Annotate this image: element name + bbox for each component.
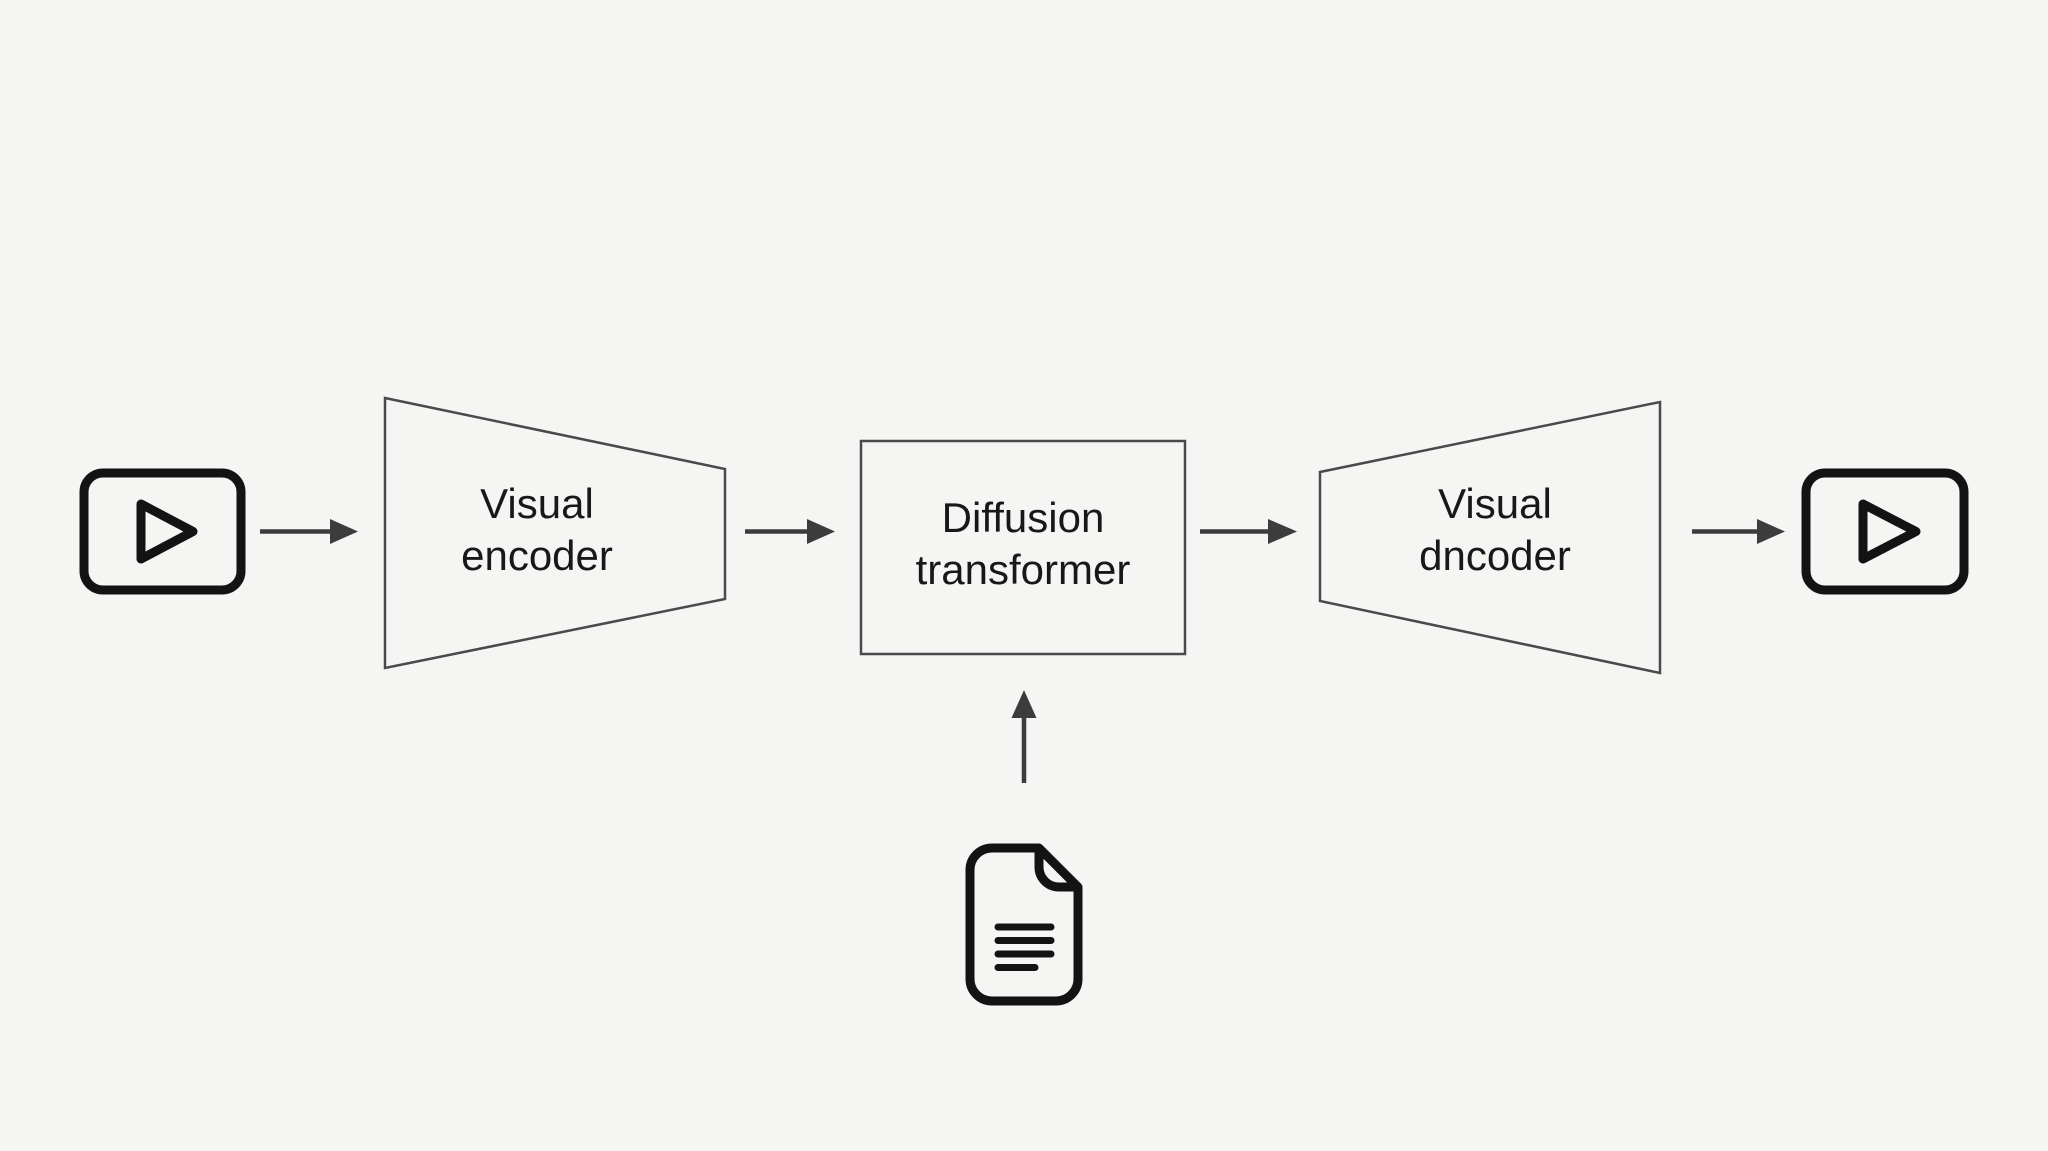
decoder-label: Visual dncoder xyxy=(1419,478,1571,582)
arrow-encoder-to-transformer xyxy=(745,519,835,544)
document-icon xyxy=(965,843,1083,1006)
video-frame xyxy=(79,468,246,595)
decoder-trapezoid xyxy=(1318,400,1662,675)
arrow-head xyxy=(807,519,835,544)
video-frame xyxy=(1801,468,1969,595)
play-triangle-icon xyxy=(136,499,198,564)
transformer-label: Diffusion transformer xyxy=(916,492,1131,596)
arrow-transformer-to-decoder xyxy=(1200,519,1297,544)
arrow-text-to-transformer xyxy=(1011,690,1037,783)
play-triangle-icon xyxy=(1858,499,1921,564)
document-page xyxy=(965,843,1083,1006)
arrow-head xyxy=(1268,519,1297,544)
encoder-label-line1: Visual xyxy=(480,480,594,527)
decoder-label-line2: dncoder xyxy=(1419,532,1571,579)
decoder-label-line1: Visual xyxy=(1438,480,1552,527)
encoder-label: Visual encoder xyxy=(461,478,613,582)
video-play-icon xyxy=(1801,468,1969,595)
arrow-input-to-encoder xyxy=(260,519,358,544)
arrow-head xyxy=(1011,690,1037,718)
transformer-label-line2: transformer xyxy=(915,546,1131,593)
transformer-box xyxy=(859,439,1187,656)
transformer-label-line1: Diffusion xyxy=(941,494,1105,541)
encoder-trapezoid xyxy=(383,396,727,670)
encoder-label-line2: encoder xyxy=(461,532,613,579)
arrow-head xyxy=(1757,519,1785,544)
document-fold xyxy=(1034,845,1081,892)
arrow-head xyxy=(330,519,358,544)
video-play-icon xyxy=(79,468,246,595)
arrow-decoder-to-output xyxy=(1692,519,1785,544)
